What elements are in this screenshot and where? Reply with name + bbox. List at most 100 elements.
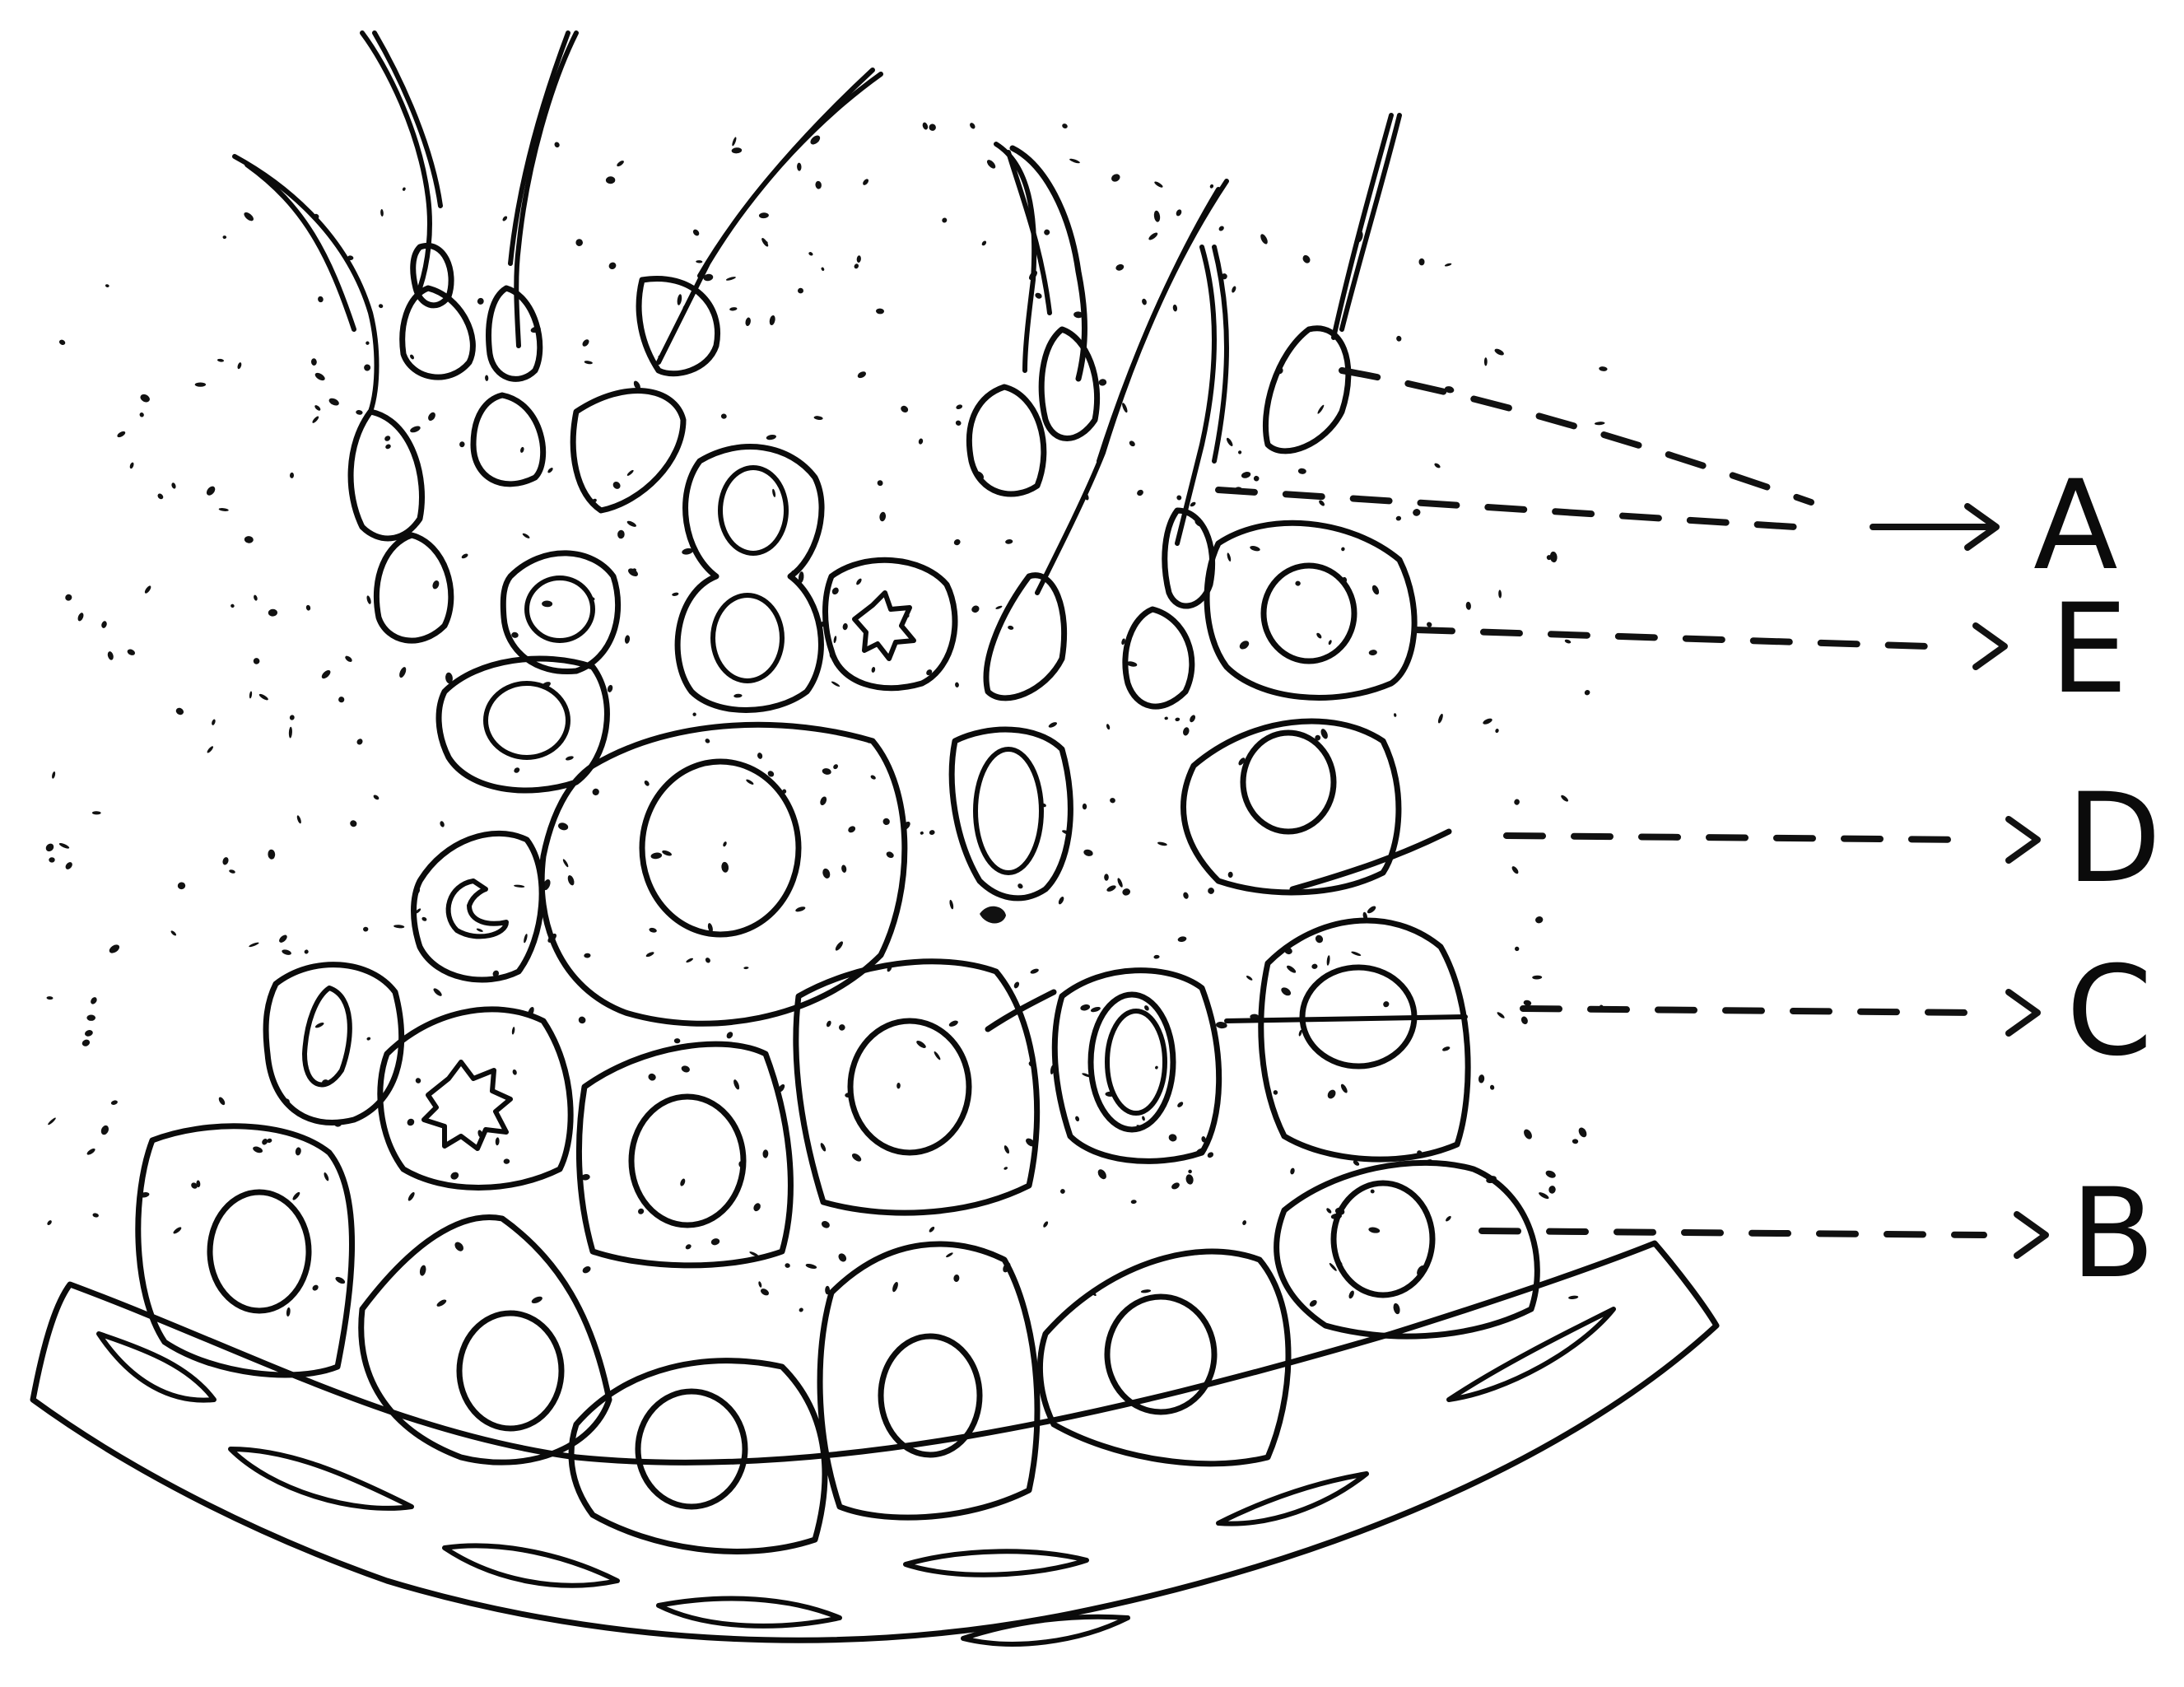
stipple-dot	[953, 1275, 960, 1283]
stipple-dot	[557, 822, 569, 832]
stipple-dot	[1227, 552, 1232, 562]
label-d: D	[2066, 767, 2162, 911]
stipple-dot	[1238, 450, 1242, 454]
stipple-dot	[769, 315, 776, 325]
stipple-dot	[920, 831, 924, 835]
stipple-dot	[915, 1039, 927, 1049]
stipple-dot	[1548, 1185, 1557, 1194]
stipple-dot	[1419, 259, 1425, 266]
stipple-dot	[879, 511, 887, 522]
stipple-dot	[1515, 946, 1520, 951]
stipple-dot	[1083, 804, 1087, 809]
stipple-dot	[1445, 1215, 1452, 1223]
stipple-dot	[1298, 468, 1307, 474]
stipple-dot	[172, 1226, 182, 1235]
stipple-dot	[229, 869, 236, 874]
stipple-dot	[1368, 650, 1377, 656]
stipple-dot	[439, 820, 445, 827]
stipple-dot	[1532, 975, 1542, 979]
stipple-dot	[1599, 366, 1608, 372]
stipple-dot	[289, 715, 295, 721]
label-leaders	[1218, 370, 2046, 1256]
stipple-dot	[725, 1031, 734, 1040]
stipple-dot	[344, 655, 353, 663]
stipple-dot	[745, 779, 754, 786]
stipple-dot	[503, 1158, 510, 1164]
stipple-dot	[1042, 1220, 1049, 1228]
stipple-dot	[617, 529, 625, 538]
stipple-dot	[842, 622, 848, 630]
stipple-dot	[268, 609, 278, 617]
stipple-dot	[1207, 887, 1214, 894]
stipple-dot	[1339, 1083, 1348, 1093]
stipple-dot	[929, 123, 936, 131]
stipple-dot	[1110, 173, 1121, 184]
stipple-dot	[833, 636, 837, 643]
stipple-dot	[1498, 590, 1502, 598]
stipple-dot	[268, 849, 276, 860]
stipple-dot	[819, 1142, 827, 1152]
stipple-dot	[647, 1072, 657, 1081]
stipple-dot	[244, 536, 254, 543]
stipple-dot	[862, 178, 870, 186]
stipple-dot	[1185, 1174, 1194, 1186]
stipple-dot	[1153, 180, 1163, 189]
stipple-dot	[1595, 422, 1605, 426]
stipple-dot	[415, 1078, 421, 1084]
stipple-dot	[77, 612, 85, 622]
stipple-dot	[637, 1207, 645, 1215]
stipple-dot	[876, 308, 884, 314]
stipple-dot	[1110, 797, 1116, 803]
stipple-dot	[847, 825, 857, 834]
stipple-dot	[305, 604, 311, 611]
stipple-dot	[821, 267, 825, 272]
stipple-dots	[44, 122, 1608, 1317]
stipple-dot	[799, 1307, 804, 1313]
stipple-dot	[1164, 716, 1168, 720]
stipple-dot	[211, 719, 216, 725]
stipple-dot	[311, 1284, 319, 1292]
stipple-dot	[941, 217, 948, 223]
stipple-dot	[616, 160, 625, 168]
stipple-dot	[476, 928, 483, 933]
stipple-dot	[795, 906, 807, 913]
stipple-dot	[363, 927, 369, 932]
stipple-dot	[1395, 515, 1402, 521]
stipple-dot	[1034, 291, 1043, 300]
stipple-dot	[296, 815, 302, 824]
stipple-dot	[832, 763, 839, 770]
stipple-dot	[876, 479, 884, 487]
stipple-dot	[1511, 865, 1520, 875]
label-c: C	[2066, 940, 2153, 1084]
stipple-dot	[252, 657, 260, 665]
stipple-dot	[1328, 640, 1333, 645]
stipple-dot	[1368, 1227, 1381, 1234]
stipple-dot	[218, 507, 229, 511]
stipple-dot	[1188, 1169, 1192, 1173]
stipple-dot	[1325, 1207, 1332, 1214]
stipple-dot	[1097, 1167, 1109, 1181]
stipple-dot	[725, 276, 736, 281]
stipple-dot	[696, 260, 702, 263]
stipple-dot	[511, 1027, 515, 1035]
stipple-dot	[1182, 726, 1190, 736]
stipple-dot	[514, 884, 525, 888]
stipple-dot	[1484, 357, 1488, 366]
stipple-dot	[949, 899, 955, 909]
stipple-dot	[1395, 335, 1402, 342]
stipple-dot	[419, 1265, 427, 1276]
stipple-dot	[813, 416, 823, 421]
stipple-dot	[1061, 123, 1069, 129]
stipple-dot	[1489, 1084, 1494, 1090]
stipple-dot	[1495, 728, 1500, 733]
stipple-dot	[338, 696, 346, 704]
stipple-dot	[252, 1145, 263, 1154]
stipple-dot	[1394, 713, 1397, 717]
stipple-dot	[743, 967, 748, 970]
stipple-dot	[126, 648, 136, 656]
stipple-dot	[230, 603, 235, 608]
stipple-dot	[435, 1298, 447, 1308]
stipple-dot	[562, 859, 570, 869]
stipple-dot	[1176, 494, 1182, 501]
stipple-dot	[759, 1287, 770, 1297]
